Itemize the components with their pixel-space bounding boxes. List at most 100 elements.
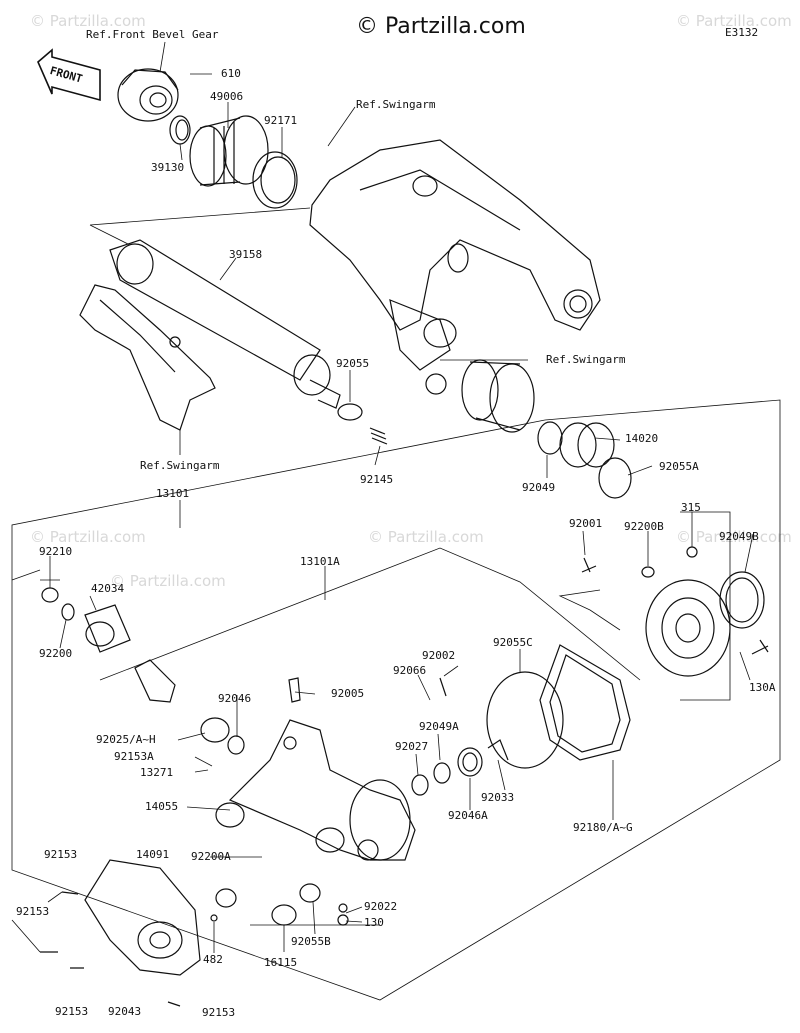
label-92043: 92043: [108, 1005, 142, 1018]
pinion-42034-part: [84, 604, 176, 703]
watermark: © Partzilla.com: [676, 12, 792, 30]
watermark: © Partzilla.com: [676, 528, 792, 546]
washer-92200A-part: [215, 888, 237, 908]
label-92046A: 92046A: [448, 809, 488, 822]
oring-92055B-part: [299, 883, 321, 903]
label-92180: 92180/A~G: [573, 821, 633, 834]
label-92033: 92033: [481, 791, 515, 804]
label-ref-front-bevel-gear: Ref.Front Bevel Gear: [86, 28, 219, 41]
seal-92049A-part: [433, 762, 451, 784]
watermark: © Partzilla.com: [30, 12, 146, 30]
snap-ring-92055-part: [337, 403, 363, 421]
clamp-92171-part: [252, 151, 298, 209]
o-ring-92055C-part: [486, 671, 564, 769]
label-92153-a: 92153: [44, 848, 78, 861]
plug-130-part: [337, 914, 349, 926]
boot-49006-part: [189, 115, 269, 187]
label-92200B: 92200B: [624, 520, 664, 533]
plug-16115-part: [271, 904, 297, 926]
label-92005: 92005: [331, 687, 365, 700]
label-92027: 92027: [395, 740, 429, 753]
label-ref-swingarm-top: Ref.Swingarm: [356, 98, 436, 111]
bearing-92046-part: [227, 735, 245, 755]
label-92049: 92049: [522, 481, 556, 494]
gasket-92180-part: [539, 644, 631, 761]
bolt-130A-part: [751, 639, 769, 655]
label-610: 610: [221, 67, 241, 80]
label-92001: 92001: [569, 517, 603, 530]
label-14055: 14055: [145, 800, 179, 813]
final-gear-case-part: [215, 719, 416, 861]
retainer-92033-part: [487, 739, 509, 761]
front-arrow-icon: [37, 48, 101, 102]
label-92025: 92025/A~H: [96, 733, 156, 746]
label-ref-swingarm-left: Ref.Swingarm: [140, 459, 220, 472]
nut-315-part: [686, 546, 698, 558]
label-42034: 42034: [91, 582, 125, 595]
spring-92145-part: [369, 427, 388, 445]
label-49006: 49006: [210, 90, 244, 103]
screw-482-part: [210, 914, 218, 922]
stud-92002-part: [439, 677, 447, 697]
leader-lines: [47, 41, 754, 953]
label-39158: 39158: [229, 248, 263, 261]
label-92200A: 92200A: [191, 850, 231, 863]
cover-14091-part: [84, 859, 201, 976]
label-92200: 92200: [39, 647, 73, 660]
watermark: © Partzilla.com: [368, 528, 484, 546]
label-92153-b: 92153: [16, 905, 50, 918]
site-copyright: © Partzilla.com: [356, 14, 526, 39]
rear-boot-part: [461, 359, 535, 433]
watermark: © Partzilla.com: [110, 572, 226, 590]
nut-92210-part: [41, 587, 59, 603]
label-482: 482: [203, 953, 223, 966]
label-92049B: 92049B: [719, 530, 759, 543]
bearing-housing-14020-part: [537, 421, 632, 499]
label-130: 130: [364, 916, 384, 929]
ring-39130-part: [169, 115, 191, 145]
label-92171: 92171: [264, 114, 298, 127]
label-92055B: 92055B: [291, 935, 331, 948]
label-ref-swingarm-mid: Ref.Swingarm: [546, 353, 626, 366]
bearing-92046A-part: [457, 747, 483, 777]
label-92066: 92066: [393, 664, 427, 677]
label-92002: 92002: [422, 649, 456, 662]
drive-shaft-39158-part: [109, 239, 341, 409]
group-frame-lines: [11, 207, 781, 1001]
washer-92200B-part: [641, 566, 655, 578]
label-92145: 92145: [360, 473, 394, 486]
label-92022: 92022: [364, 900, 398, 913]
label-92055A: 92055A: [659, 460, 699, 473]
bolt-92001-part: [581, 557, 597, 573]
oring-92025-part: [200, 717, 230, 743]
label-13101A: 13101A: [300, 555, 340, 568]
bolts-92153-part: [40, 891, 181, 1007]
label-92046: 92046: [218, 692, 252, 705]
label-92049A: 92049A: [419, 720, 459, 733]
label-13271: 13271: [140, 766, 174, 779]
front-bevel-gear-part: [117, 68, 179, 122]
swingarm-part: [309, 139, 601, 395]
label-14091: 14091: [136, 848, 170, 861]
ring-gear-part: [645, 571, 765, 677]
label-315: 315: [681, 501, 701, 514]
label-92210: 92210: [39, 545, 73, 558]
watermark: © Partzilla.com: [30, 528, 146, 546]
swingarm-section-left-part: [79, 284, 216, 431]
diagram-code: E3132: [725, 26, 759, 39]
label-92153A: 92153A: [114, 750, 154, 763]
washer-92022-part: [338, 903, 348, 913]
label-14020: 14020: [625, 432, 659, 445]
breather-92005-part: [288, 677, 301, 703]
label-130A: 130A: [749, 681, 776, 694]
label-92153-c: 92153: [55, 1005, 89, 1018]
label-39130: 39130: [151, 161, 185, 174]
washer-92200-part: [61, 603, 75, 621]
label-92153-d: 92153: [202, 1006, 236, 1019]
label-92055: 92055: [336, 357, 370, 370]
label-13101: 13101: [156, 487, 190, 500]
label-16115: 16115: [264, 956, 298, 969]
label-92055C: 92055C: [493, 636, 533, 649]
